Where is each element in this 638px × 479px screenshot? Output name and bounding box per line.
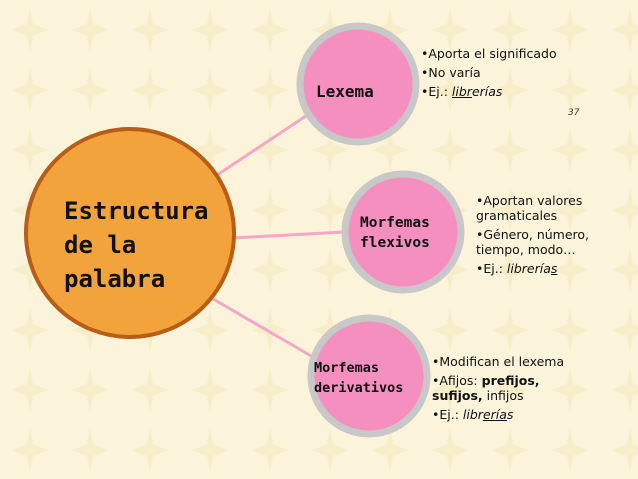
main-title-line2: de la (64, 231, 137, 259)
flexivos-bullet-2b: tiempo, modo… (476, 242, 576, 257)
flexivos-description: •Aportan valores gramaticales •Género, n… (476, 193, 589, 276)
flexivos-label: Morfemas flexivos (360, 213, 430, 253)
lexema-circle (296, 22, 420, 146)
flexivos-circle (341, 170, 465, 294)
flexivos-example-suffix: s (550, 261, 558, 276)
derivativos-example-affix: ería (482, 407, 507, 422)
flexivos-label-line2: flexivos (360, 235, 430, 251)
derivativos-label-line2: derivativos (314, 380, 404, 396)
derivativos-example-rest: s (506, 407, 514, 422)
derivativos-afijos-rest: infijos (482, 388, 524, 403)
derivativos-bullet-3: •Ej.: librerías (432, 407, 564, 422)
main-circle (24, 127, 236, 339)
connector-lexema (204, 110, 313, 185)
lexema-bullet-2: •No varía (421, 65, 481, 80)
main-title: Estructura de la palabra (64, 194, 209, 296)
flexivos-example-prefix: •Ej.: (476, 261, 507, 276)
flexivos-bullet-1a: •Aportan valores (476, 193, 583, 208)
derivativos-bullet-1: •Modifican el lexema (432, 354, 565, 369)
derivativos-example-root: libr (462, 407, 483, 422)
derivativos-bullet-2a: •Afijos: prefijos, (432, 373, 564, 388)
derivativos-afijos-sufijos: sufijos, (432, 388, 483, 403)
lexema-bullet-3: •Ej.: librerías (421, 84, 557, 99)
lexema-example-prefix: •Ej.: (421, 84, 452, 99)
derivativos-description: •Modifican el lexema •Afijos: prefijos, … (432, 354, 564, 422)
main-title-line1: Estructura (64, 197, 209, 225)
flexivos-bullet-3: •Ej.: librerías (476, 261, 589, 276)
derivativos-afijos-prefijos: prefijos, (481, 373, 540, 388)
page-number: 37 (568, 108, 580, 118)
connector-derivativos (207, 294, 319, 362)
lexema-label: Lexema (316, 82, 374, 101)
derivativos-circle (307, 314, 431, 438)
derivativos-label: Morfemas derivativos (314, 358, 403, 398)
lexema-example-rest: erías (471, 84, 503, 99)
flexivos-bullet-2a: •Género, número, (476, 227, 590, 242)
main-title-line3: palabra (64, 265, 166, 293)
lexema-example-root: libr (451, 84, 472, 99)
flexivos-label-line1: Morfemas (360, 215, 430, 231)
lexema-bullet-1: •Aporta el significado (421, 46, 557, 61)
derivativos-afijos-prefix: •Afijos: (432, 373, 482, 388)
flexivos-bullet-1b: gramaticales (476, 208, 558, 223)
derivativos-label-line1: Morfemas (314, 360, 380, 376)
connector-flexivos (231, 230, 345, 240)
lexema-description: •Aporta el significado •No varía •Ej.: l… (421, 46, 557, 99)
derivativos-example-prefix: •Ej.: (432, 407, 463, 422)
derivativos-bullet-2b: sufijos, infijos (432, 388, 564, 403)
flexivos-example-plain: librería (506, 261, 551, 276)
